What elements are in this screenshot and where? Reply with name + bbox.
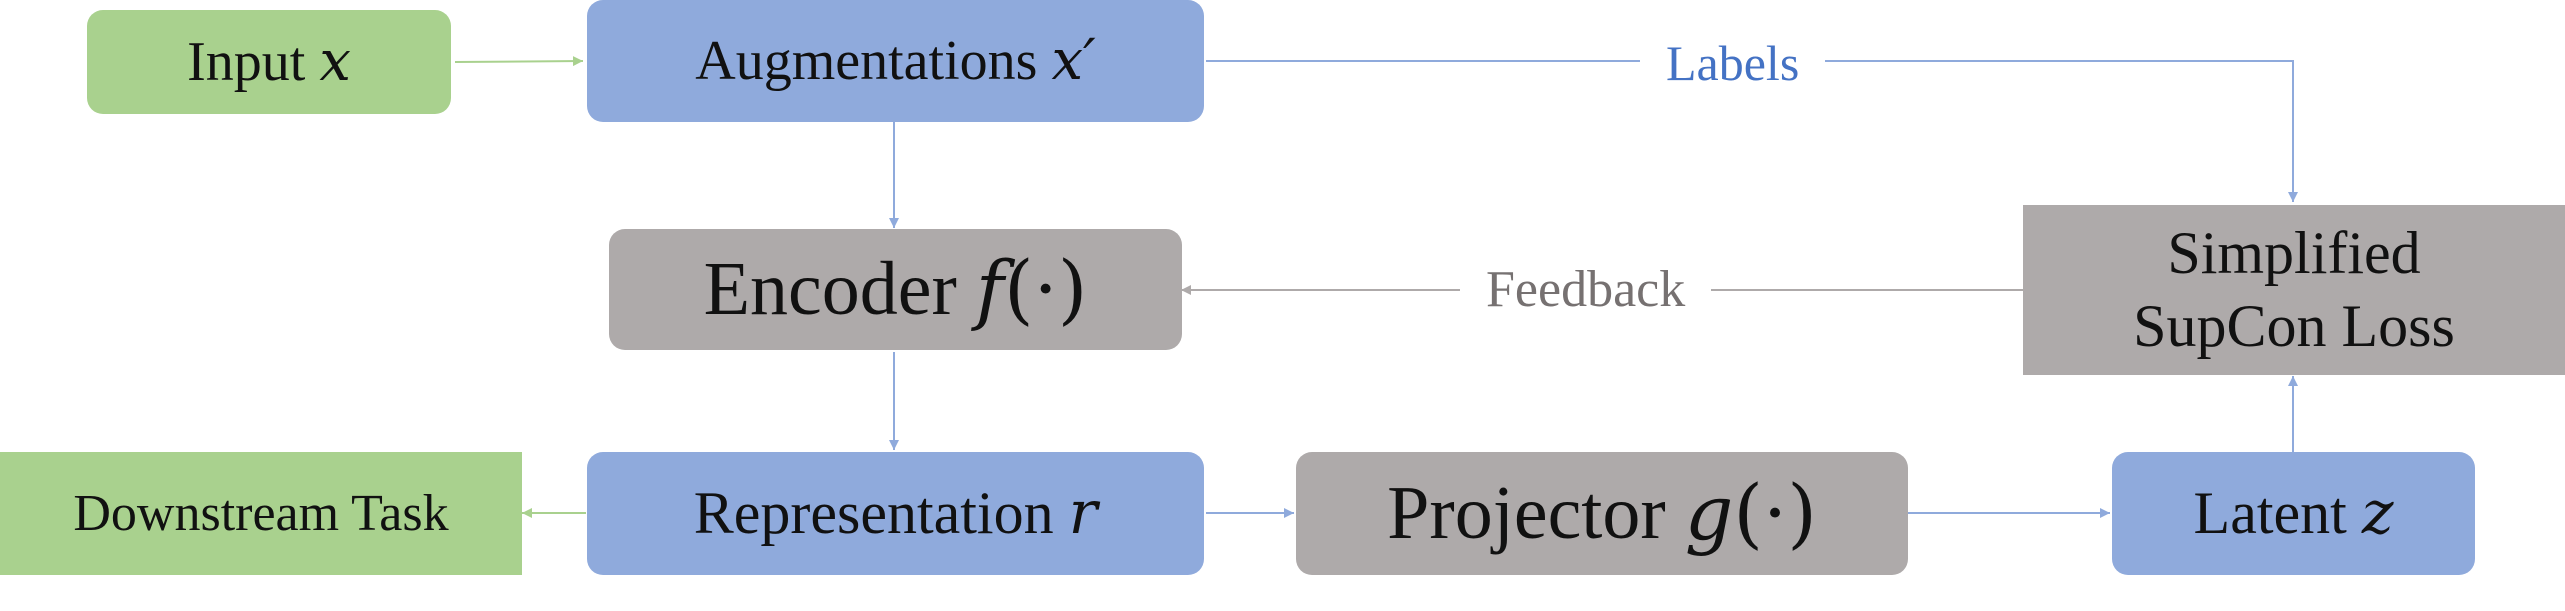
augmentations-node: Augmentations x′ <box>587 0 1204 122</box>
augmentations-node-label: Augmentations <box>695 29 1052 92</box>
input-node: Input x <box>87 10 451 114</box>
encoder-node: Encoder f (·) <box>609 229 1182 350</box>
loss-node-line1: Simplified <box>2167 219 2421 286</box>
loss-node: Simplified SupCon Loss <box>2023 205 2565 375</box>
labels-edge-label: Labels <box>1640 34 1826 92</box>
feedback-edge-label: Feedback <box>1460 260 1712 319</box>
encoder-node-variable: f <box>975 244 1004 334</box>
representation-node: Representation r <box>587 452 1204 575</box>
encoder-node-label: Encoder <box>703 247 976 332</box>
projector-node-args: (·) <box>1733 468 1817 558</box>
input-node-label: Input <box>187 30 320 93</box>
projector-node-label: Projector <box>1387 471 1685 556</box>
augmentations-node-variable: x′ <box>1051 27 1096 93</box>
latent-node: Latent z <box>2112 452 2475 575</box>
input-node-variable: x <box>319 28 351 94</box>
encoder-node-args: (·) <box>1003 244 1088 334</box>
arrow-input-to-augmentations <box>454 56 584 67</box>
projector-node-variable: g <box>1684 468 1734 558</box>
representation-node-label: Representation <box>693 479 1069 546</box>
arrow-augmentations-to-loss <box>1206 60 2298 202</box>
downstream-task-node-label: Downstream Task <box>73 484 449 542</box>
latent-node-label: Latent <box>2193 479 2362 546</box>
projector-node: Projector g (·) <box>1296 452 1908 575</box>
loss-node-line2: SupCon Loss <box>2133 293 2455 359</box>
representation-node-variable: r <box>1068 477 1098 548</box>
latent-node-variable: z <box>2361 477 2394 548</box>
downstream-task-node: Downstream Task <box>0 452 522 575</box>
